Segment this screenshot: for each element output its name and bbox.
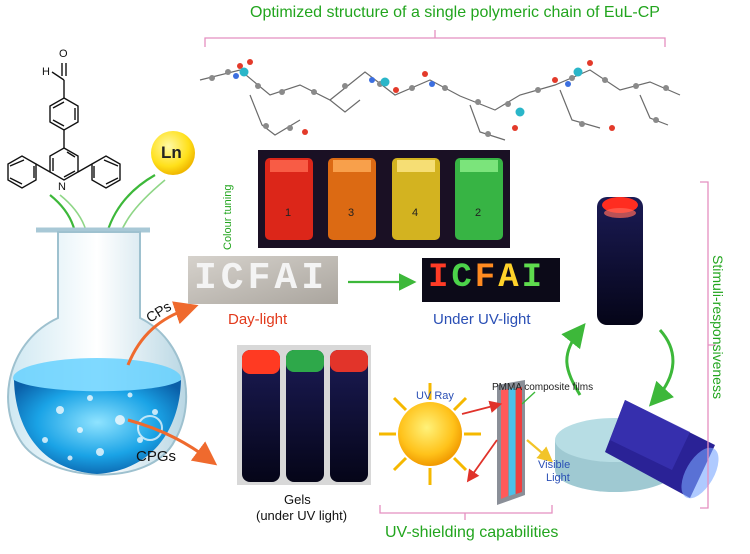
ligand-structure <box>7 63 121 189</box>
ligand-n-label: N <box>58 181 66 193</box>
ln-badge <box>151 131 195 175</box>
cps-arrow <box>126 301 199 366</box>
cpgs-label: CPGs <box>136 448 177 465</box>
ligand-h-label: H <box>42 66 50 78</box>
day-light-strip <box>188 256 338 304</box>
pmma-pointer <box>521 391 536 405</box>
gels-sublabel: (under UV light) <box>256 508 348 523</box>
stimuli-label: Stimuli-responsiveness <box>710 255 726 399</box>
uv-light-label: Under UV-light <box>433 311 531 328</box>
stimuli-arrow-down <box>648 328 675 407</box>
colour-tuning-label: Colour tuning <box>222 184 234 250</box>
stimuli-upright-tube <box>597 197 643 325</box>
ln-label: Ln <box>161 143 182 162</box>
stimuli-bracket <box>700 181 716 509</box>
figure-title: Optimized structure of a single polymeri… <box>250 4 660 21</box>
vial-1 <box>265 158 313 240</box>
vial-1-number: 1 <box>285 207 292 219</box>
gel-tube-3 <box>330 350 368 482</box>
sun-icon <box>379 383 481 485</box>
vial-3 <box>328 158 376 240</box>
visible-light-arrow <box>526 439 554 463</box>
polymer-chain-structure <box>199 59 681 141</box>
uv-ray-arrow <box>461 400 503 415</box>
pmma-films-label: PMMA composite films <box>492 382 594 393</box>
gel-tube-1 <box>242 350 280 482</box>
visible-label: Visible <box>538 459 571 471</box>
vial-2 <box>455 158 503 240</box>
pmma-film <box>497 380 525 505</box>
cpgs-arrow <box>127 418 218 466</box>
icfai-day-text: ICFAI <box>194 257 329 300</box>
colour-tuning-photo <box>258 150 510 248</box>
reaction-flask <box>7 227 188 476</box>
uv-shielding-bracket <box>379 505 553 520</box>
title-bracket <box>204 30 666 47</box>
vial-2-number: 2 <box>475 207 482 219</box>
icfai-uv-letters: ICFAI <box>428 259 546 297</box>
ligand-o-label: O <box>59 48 68 60</box>
icfai-uv-text: ICFAI <box>428 259 545 297</box>
stimuli-arrow-up <box>561 322 586 396</box>
gel-tube-2 <box>286 350 324 482</box>
vial-4-number: 4 <box>412 207 419 219</box>
uv-light-strip <box>422 258 560 302</box>
day-light-label: Day-light <box>228 311 288 328</box>
stimuli-inverted-tube <box>555 400 719 499</box>
light-label: Light <box>546 472 570 484</box>
gel-tubes-photo <box>237 345 371 485</box>
vial-4 <box>392 158 440 240</box>
uv-reflect-arrow <box>466 439 498 483</box>
uv-ray-label: UV Ray <box>416 390 454 402</box>
gels-label: Gels <box>284 492 311 507</box>
uv-shielding-label: UV-shielding capabilities <box>385 524 559 541</box>
vial-3-number: 3 <box>348 207 355 219</box>
